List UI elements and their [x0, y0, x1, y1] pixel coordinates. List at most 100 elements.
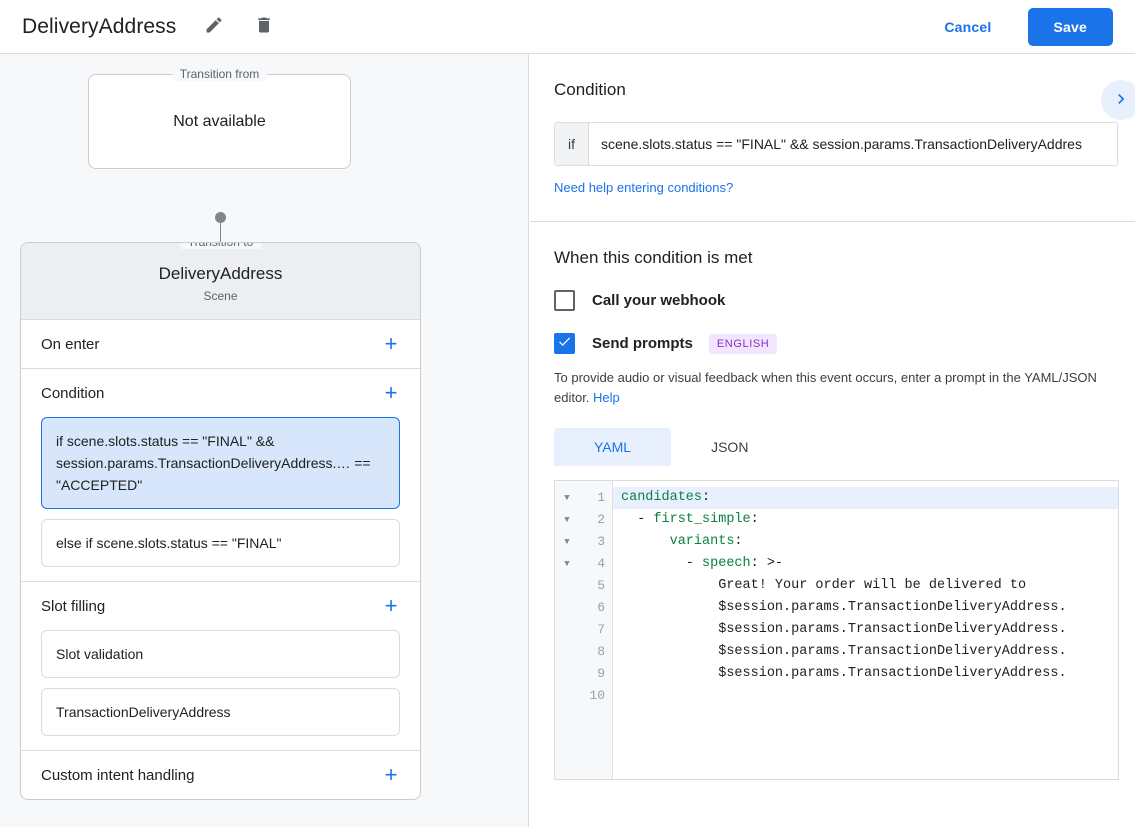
trash-icon — [254, 15, 274, 38]
condition-heading: Condition — [554, 80, 626, 99]
fold-spacer — [555, 597, 579, 619]
section-divider — [530, 221, 1135, 222]
tab-json[interactable]: JSON — [711, 439, 749, 455]
editor-line-number: 8 — [597, 644, 605, 659]
transition-to-card: Transition to DeliveryAddress Scene On e… — [20, 242, 421, 800]
when-condition-met-section: When this condition is met Call your web… — [530, 222, 1135, 802]
fold-toggle-icon[interactable]: ▼ — [564, 537, 570, 547]
call-webhook-checkbox[interactable] — [554, 290, 575, 311]
section-custom-intent-handling: Custom intent handling + — [21, 751, 420, 799]
add-condition-button[interactable]: + — [384, 380, 398, 405]
editor-format-tabs: YAML JSON — [554, 428, 1111, 466]
editor-line-number: 6 — [597, 600, 605, 615]
yaml-key: speech — [702, 556, 751, 571]
add-custom-intent-button[interactable]: + — [384, 762, 398, 787]
next-condition-button[interactable] — [1101, 80, 1135, 120]
section-header-on-enter[interactable]: On enter + — [21, 320, 420, 368]
transition-to-subtitle: Scene — [203, 289, 238, 303]
transition-to-header: DeliveryAddress Scene — [21, 243, 420, 320]
tab-yaml[interactable]: YAML — [554, 428, 672, 466]
section-body-condition: if scene.slots.status == "FINAL" && sess… — [21, 417, 420, 581]
editor-code-line[interactable]: $session.params.TransactionDeliveryAddre… — [621, 644, 1067, 659]
condition-input[interactable] — [589, 123, 1117, 165]
condition-item-selected[interactable]: if scene.slots.status == "FINAL" && sess… — [41, 417, 400, 509]
condition-section: Condition if Need help entering conditio… — [530, 54, 1135, 221]
prompts-help-link[interactable]: Help — [593, 390, 620, 405]
transition-from-legend: Transition from — [171, 67, 268, 81]
save-button[interactable]: Save — [1027, 7, 1113, 46]
editor-line-numbers: 1 2 3 4 5 6 7 8 9 10 — [579, 481, 613, 779]
fold-toggle-icon[interactable]: ▼ — [564, 559, 570, 569]
fold-toggle-icon[interactable]: ▼ — [564, 493, 570, 503]
section-condition: Condition + if scene.slots.status == "FI… — [21, 369, 420, 582]
transition-to-title: DeliveryAddress — [158, 264, 283, 283]
editor-code-line[interactable] — [613, 685, 1118, 707]
editor-line-number: 2 — [597, 512, 605, 527]
editor-line-number: 7 — [597, 622, 605, 637]
edit-button[interactable] — [198, 11, 230, 43]
add-slot-filling-button[interactable]: + — [384, 593, 398, 618]
editor-code-line[interactable]: variants: — [669, 534, 743, 549]
pencil-icon — [204, 15, 224, 38]
left-panel: Transition from Not available Transition… — [0, 54, 529, 827]
editor-code-line[interactable]: $session.params.TransactionDeliveryAddre… — [621, 622, 1067, 637]
section-title-custom-intent-handling: Custom intent handling — [41, 766, 195, 784]
condition-if-label: if — [555, 123, 589, 165]
fold-spacer — [555, 575, 579, 597]
webhook-row: Call your webhook — [554, 290, 1111, 311]
editor-line-number: 4 — [597, 556, 605, 571]
code-editor[interactable]: ▼ ▼ ▼ ▼ 1 2 3 4 5 6 7 8 9 10 candidates: - first_sim… — [554, 480, 1119, 780]
editor-line-number: 10 — [589, 688, 605, 703]
editor-code-line[interactable]: candidates: — [613, 487, 1118, 509]
fold-spacer — [555, 685, 579, 707]
when-met-heading: When this condition is met — [554, 248, 753, 267]
slot-item-transaction-delivery-address[interactable]: TransactionDeliveryAddress — [41, 688, 400, 736]
right-panel: Condition if Need help entering conditio… — [530, 54, 1135, 827]
editor-fold-column[interactable]: ▼ ▼ ▼ ▼ — [555, 481, 579, 779]
editor-code-line[interactable]: - speech: >- — [621, 556, 784, 571]
cancel-button[interactable]: Cancel — [930, 10, 1005, 44]
fold-toggle-icon[interactable]: ▼ — [564, 515, 570, 525]
section-header-custom-intent-handling[interactable]: Custom intent handling + — [21, 751, 420, 799]
page-title: DeliveryAddress — [22, 14, 177, 38]
yaml-key: first_simple — [653, 512, 751, 527]
section-slot-filling: Slot filling + Slot validation Transacti… — [21, 582, 420, 751]
condition-input-row: if — [554, 122, 1118, 166]
section-title-on-enter: On enter — [41, 335, 100, 353]
delete-button[interactable] — [248, 11, 280, 43]
section-on-enter: On enter + — [21, 320, 420, 369]
section-header-slot-filling[interactable]: Slot filling + — [21, 582, 420, 630]
section-header-condition[interactable]: Condition + — [21, 369, 420, 417]
check-icon — [557, 334, 572, 354]
editor-code-line[interactable]: Great! Your order will be delivered to — [621, 578, 1027, 593]
section-title-condition: Condition — [41, 384, 105, 402]
top-bar: DeliveryAddress Cancel Save — [0, 0, 1135, 54]
call-webhook-label: Call your webhook — [592, 292, 726, 309]
editor-line-number: 5 — [597, 578, 605, 593]
editor-code-line[interactable]: $session.params.TransactionDeliveryAddre… — [621, 666, 1067, 681]
editor-code-line[interactable]: $session.params.TransactionDeliveryAddre… — [621, 600, 1067, 615]
prompts-description-text: To provide audio or visual feedback when… — [554, 370, 1097, 405]
transition-from-card: Transition from Not available — [88, 67, 351, 169]
yaml-key: candidates — [621, 490, 703, 505]
editor-code-area[interactable]: candidates: - first_simple: variants: - … — [613, 481, 1118, 779]
send-prompts-label: Send prompts — [592, 335, 693, 352]
transition-from-value: Not available — [173, 112, 266, 130]
editor-line-number: 3 — [597, 534, 605, 549]
yaml-key: variants — [669, 534, 735, 549]
section-body-slot-filling: Slot validation TransactionDeliveryAddre… — [21, 630, 420, 750]
add-on-enter-button[interactable]: + — [384, 331, 398, 356]
editor-line-number: 1 — [597, 490, 605, 505]
editor-code-line[interactable]: - first_simple: — [621, 512, 759, 527]
fold-spacer — [555, 619, 579, 641]
send-prompts-checkbox[interactable] — [554, 333, 575, 354]
transition-to-legend: Transition to — [179, 243, 262, 249]
fold-spacer — [555, 641, 579, 663]
condition-item[interactable]: else if scene.slots.status == "FINAL" — [41, 519, 400, 567]
send-prompts-row: Send prompts ENGLISH — [554, 333, 1111, 354]
editor-line-number: 9 — [597, 666, 605, 681]
section-title-slot-filling: Slot filling — [41, 597, 106, 615]
condition-help-link[interactable]: Need help entering conditions? — [554, 180, 734, 195]
slot-validation-item[interactable]: Slot validation — [41, 630, 400, 678]
